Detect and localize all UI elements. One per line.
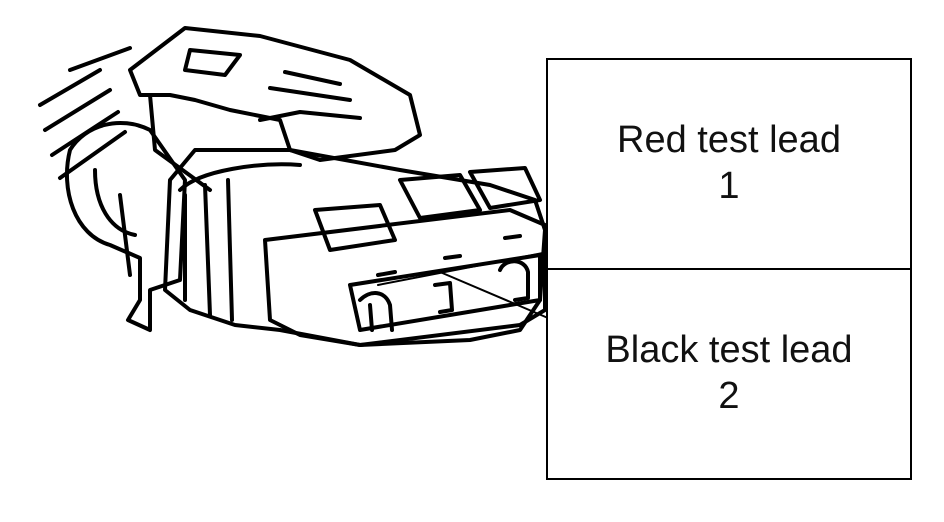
terminal-slots: [358, 234, 530, 332]
black-test-lead-label: Black test lead 2: [546, 268, 912, 480]
connector-front-face: [263, 208, 547, 347]
leader-line-2: [439, 271, 549, 319]
label-1-number: 1: [718, 165, 740, 207]
label-2-name: Black test lead: [605, 329, 853, 372]
connector-rear-boot: [65, 120, 187, 332]
wire-bundle: [38, 46, 132, 180]
leader-line-1: [377, 251, 549, 286]
connector-housing: [163, 148, 547, 347]
label-1-name: Red test lead: [617, 119, 841, 162]
connector-latch: [128, 26, 422, 162]
label-2-number: 2: [718, 375, 740, 417]
connector-illustration: [38, 26, 549, 347]
red-test-lead-label: Red test lead 1: [546, 58, 912, 270]
